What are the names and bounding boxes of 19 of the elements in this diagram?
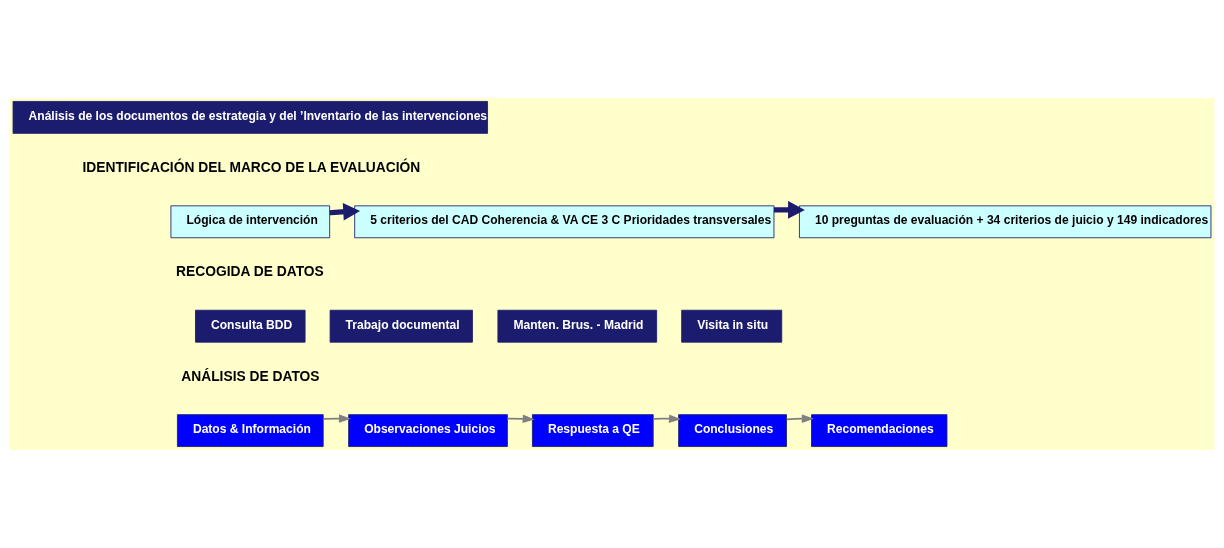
node-box: Datos & Información xyxy=(176,414,324,447)
node-box: 5 criterios del CAD Coherencia & VA CE 3 C Prioridades transversales xyxy=(354,205,775,239)
node-box: Consulta BDD xyxy=(195,309,306,343)
node-box: Visita in situ xyxy=(681,309,783,343)
arrow xyxy=(322,414,352,423)
node-box: Conclusiones xyxy=(678,414,787,447)
arrow xyxy=(785,414,814,423)
node-box: Trabajo documental xyxy=(329,309,473,343)
node-box: Recomendaciones xyxy=(811,414,948,447)
node-box: Lógica de intervención xyxy=(170,205,331,239)
node-box: Observaciones Juicios xyxy=(348,414,508,447)
node-box: Respuesta a QE xyxy=(532,414,654,447)
node-box: Análisis de los documentos de estrategia y del ’Inventario de las intervenciones xyxy=(12,101,488,134)
label: RECOGIDA DE DATOS xyxy=(176,264,324,280)
label: ANÁLISIS DE DATOS xyxy=(181,368,320,384)
node-box: 10 preguntas de evaluación + 34 criterios de juicio y 149 indicadores xyxy=(799,205,1212,239)
label: IDENTIFICACIÓN DEL MARCO DE LA EVALUACIÓN xyxy=(82,160,421,176)
arrow xyxy=(652,414,682,423)
node-box: Manten. Brus. - Madrid xyxy=(497,309,658,343)
